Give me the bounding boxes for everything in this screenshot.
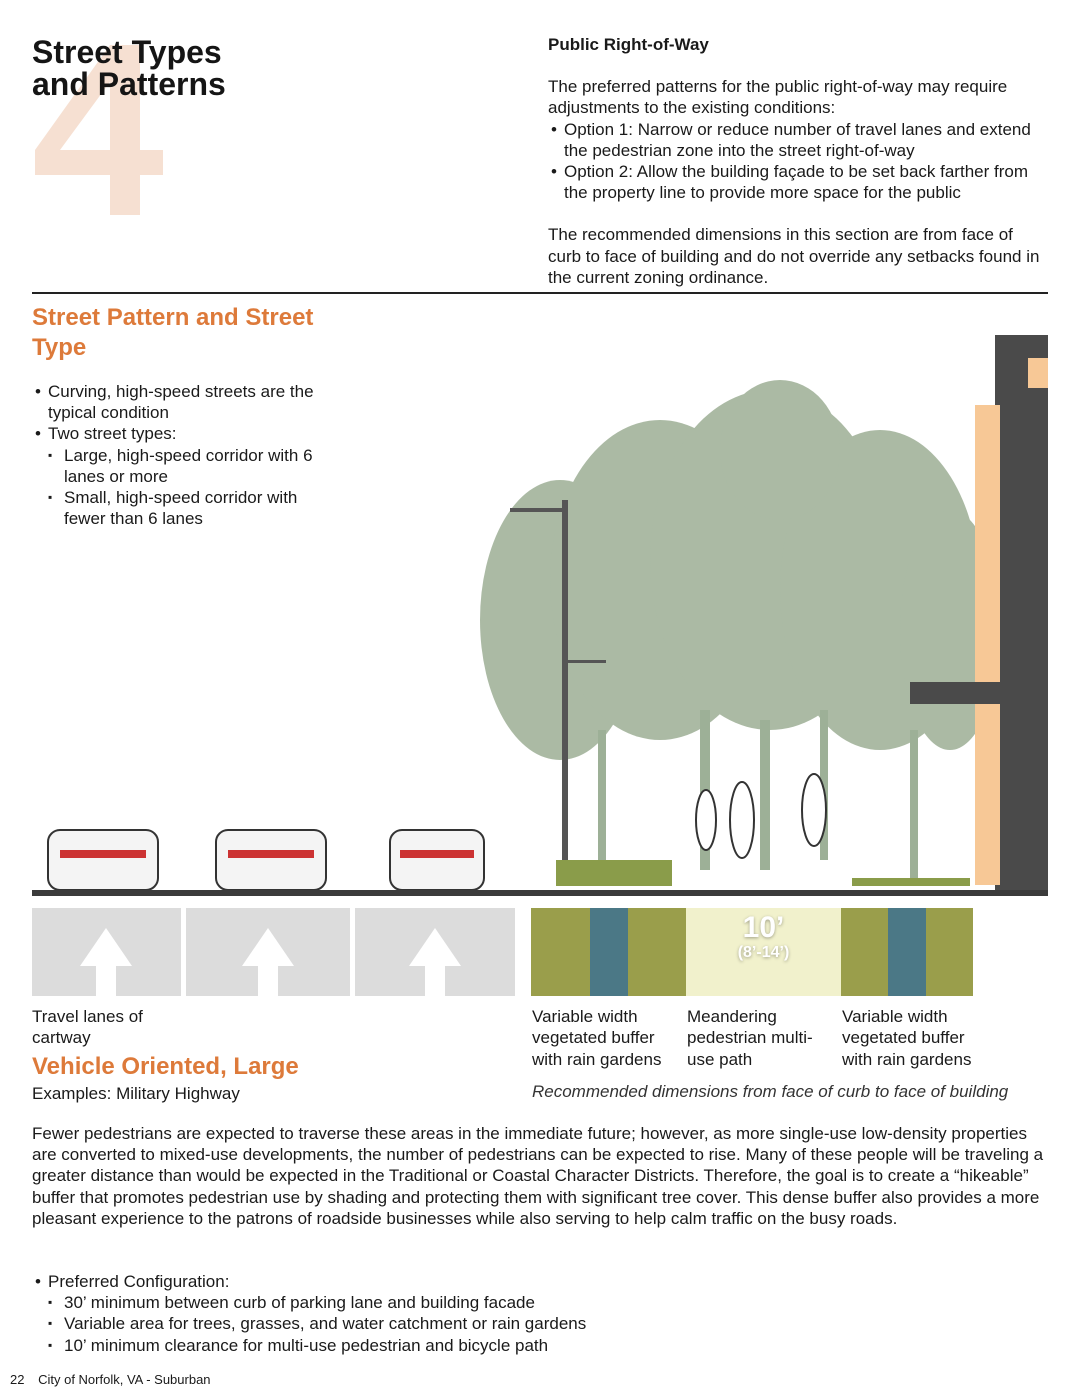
type-examples: Examples: Military Highway [32, 1084, 240, 1103]
row-note: The recommended dimensions in this secti… [548, 225, 1040, 287]
pattern-list: Curving, high-speed streets are the typi… [32, 381, 342, 529]
diagram-note: Recommended dimensions from face of curb… [532, 1082, 1009, 1101]
type-heading: Vehicle Oriented, Large [32, 1053, 299, 1080]
caption: Travel lanes of cartway [32, 1007, 143, 1048]
list-subitem: 10’ minimum clearance for multi-use pede… [32, 1335, 932, 1356]
row-heading: Public Right-of-Way [548, 35, 709, 54]
ground-line [32, 890, 1048, 896]
list-item: Curving, high-speed streets are the typi… [32, 381, 342, 423]
list-subitem: Variable area for trees, grasses, and wa… [32, 1313, 932, 1334]
pattern-heading: Street Pattern and Street Type [32, 304, 314, 361]
buffer-band [531, 908, 590, 996]
footer: 22 City of Norfolk, VA - Suburban [10, 1372, 211, 1387]
buffer-band [841, 908, 888, 996]
row-intro: The preferred patterns for the public ri… [548, 77, 1008, 118]
lane-arrows [80, 928, 461, 996]
buffer-band [926, 908, 973, 996]
divider [32, 292, 1048, 294]
street-lamp [510, 500, 606, 870]
row-option: Option 1: Narrow or reduce number of tra… [548, 119, 1048, 161]
row-section: Public Right-of-Way The preferred patter… [548, 34, 1048, 288]
rain-garden-band [590, 908, 628, 996]
arrow-up-icon [242, 928, 294, 996]
buffer-band [628, 908, 686, 996]
arrow-up-icon [409, 928, 461, 996]
page-number: 22 [10, 1372, 25, 1387]
width-label: 10’ [742, 911, 785, 944]
list-subitem: Large, high-speed corridor with 6 lanes … [32, 445, 342, 487]
range-label: (8’-14’) [737, 944, 790, 961]
rain-garden [556, 860, 970, 886]
rain-garden-band [888, 908, 926, 996]
title-line: and Patterns [32, 66, 226, 102]
chapter-number-watermark [35, 45, 163, 215]
body-paragraph: Fewer pedestrians are expected to traver… [32, 1124, 1044, 1228]
title-line: Street Types [32, 34, 222, 70]
list-subitem: 30’ minimum between curb of parking lane… [32, 1292, 932, 1313]
caption: Variable width vegetated buffer with rai… [842, 1007, 972, 1069]
row-option: Option 2: Allow the building façade to b… [548, 161, 1048, 203]
config-list: Preferred Configuration: 30’ minimum bet… [32, 1271, 932, 1356]
caption: Meandering pedestrian multi-use path [687, 1007, 813, 1069]
street-section-illustration [32, 335, 1048, 896]
list-item: Preferred Configuration: [32, 1271, 932, 1292]
path-band: 10’ (8’-14’) [686, 908, 841, 996]
list-subitem: Small, high-speed corridor with fewer th… [32, 487, 342, 529]
footer-text: City of Norfolk, VA - Suburban [38, 1372, 211, 1387]
pedestrians [695, 773, 827, 859]
arrow-up-icon [80, 928, 132, 996]
list-item: Two street types: [32, 423, 342, 444]
caption: Variable width vegetated buffer with rai… [532, 1007, 662, 1069]
cars [47, 829, 485, 891]
building [910, 335, 1048, 890]
